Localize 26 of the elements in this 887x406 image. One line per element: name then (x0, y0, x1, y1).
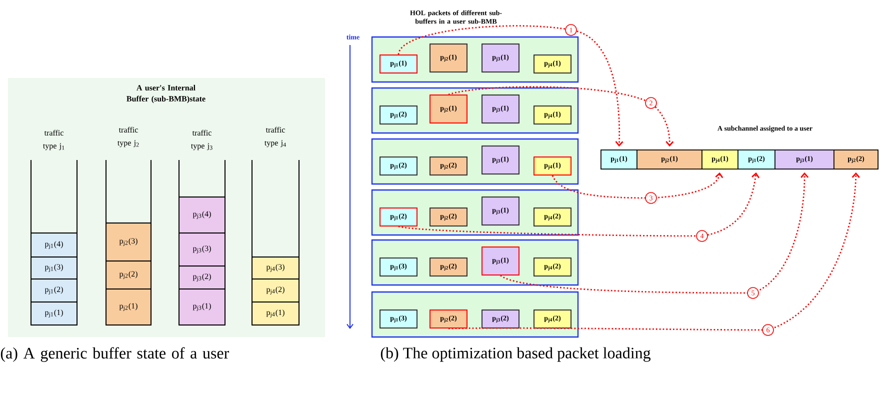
caption: (a) A generic buffer state of a user (0, 347, 229, 362)
column-heading: traffic type j$_{4}$ (264, 126, 286, 148)
packet-cell: p$_{j1}$(2) (30, 278, 78, 302)
packet-cell: p$_{j3}$(1) (178, 288, 226, 326)
dotted-arrow (398, 25, 624, 147)
caption: (b) The optimization based packet loading (380, 347, 651, 362)
packet-cell: p$_{j2}$(3) (106, 222, 152, 262)
packet-cell: p$_{j4}$(3) (252, 256, 300, 280)
column-heading: traffic type j$_{2}$ (118, 126, 139, 148)
dotted-arrow (448, 172, 860, 331)
dotted-arrow (552, 172, 724, 199)
dotted-arrow (500, 172, 809, 294)
panel-title: A user's Internal Buffer (sub-BMB)state (126, 84, 206, 104)
dotted-arrow (448, 86, 674, 147)
packet-cell: p$_{j3}$(4) (178, 196, 226, 234)
column-heading: traffic type j$_{3}$ (191, 130, 212, 150)
packet-cell: p$_{j1}$(3) (30, 256, 78, 280)
packet-cell: p$_{j1}$(1) (30, 302, 78, 326)
packet-cell: p$_{j2}$(2) (106, 260, 152, 290)
packet-cell: p$_{j2}$(1) (106, 288, 152, 326)
column-heading: traffic type j$_{1}$ (43, 130, 64, 150)
packet-cell: p$_{j4}$(2) (252, 278, 300, 302)
packet-cell: p$_{j1}$(4) (30, 232, 78, 258)
packet-cell: p$_{j3}$(2) (178, 266, 226, 290)
packet-cell: p$_{j4}$(1) (252, 302, 300, 326)
packet-cell: p$_{j3}$(3) (178, 232, 226, 266)
